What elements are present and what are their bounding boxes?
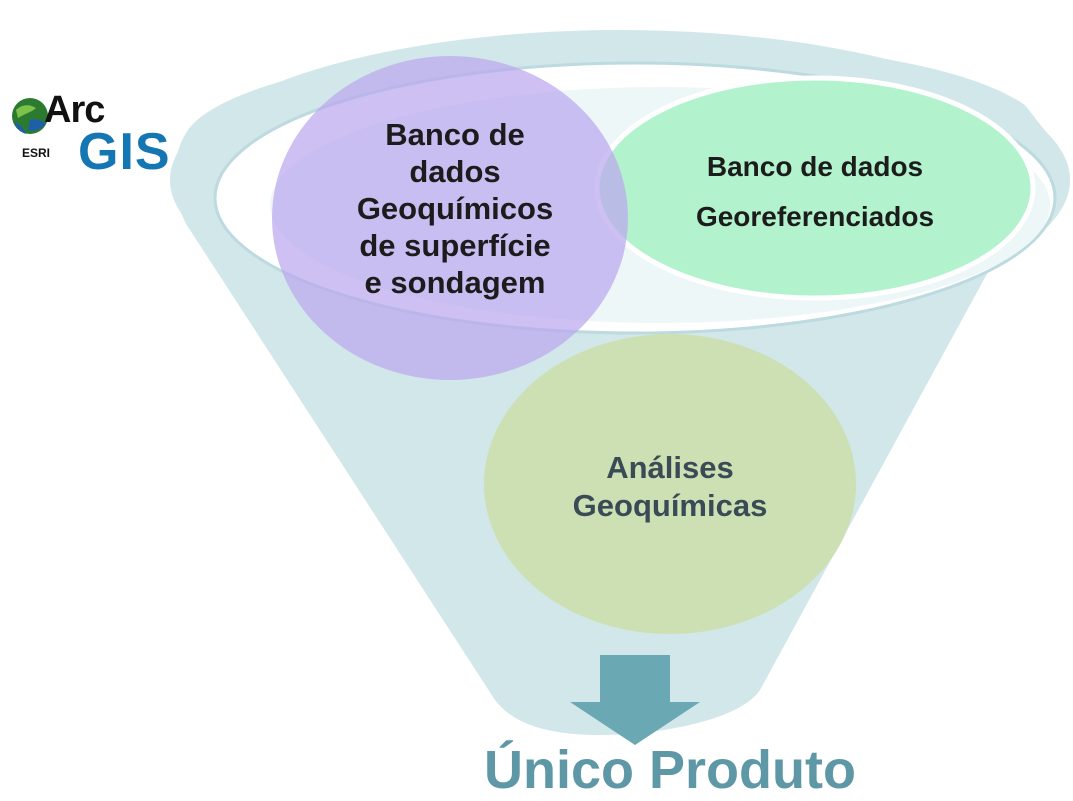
label-line: dados — [409, 154, 501, 189]
arrow-down-icon — [570, 655, 700, 745]
label-line: e sondagem — [364, 265, 546, 300]
label-banco-geoquimicos: Banco de dados Geoquímicos de superfície… — [330, 116, 580, 301]
label-analises-geoquimicas: Análises Geoquímicas — [500, 449, 840, 525]
label-line: Banco de — [385, 117, 525, 152]
arcgis-logo: Arc ESRI GIS — [0, 90, 180, 185]
label-line: de superfície — [359, 228, 551, 263]
label-line: Banco de dados — [706, 151, 924, 182]
node-banco-geoquimicos — [272, 56, 628, 380]
logo-esri-text: ESRI — [22, 146, 51, 160]
label-banco-georeferenciados: Banco de dados Georeferenciados — [610, 142, 1020, 242]
label-line: Georeferenciados — [695, 201, 935, 232]
globe-icon — [12, 98, 48, 134]
label-line: Análises — [606, 450, 734, 485]
logo-gis-text: GIS — [78, 123, 171, 181]
logo-arc-text: Arc — [44, 89, 105, 131]
label-line: Geoquímicos — [356, 191, 554, 226]
output-label: Único Produto — [484, 740, 856, 800]
node-analises — [484, 334, 856, 634]
label-line: Geoquímicas — [572, 488, 768, 523]
